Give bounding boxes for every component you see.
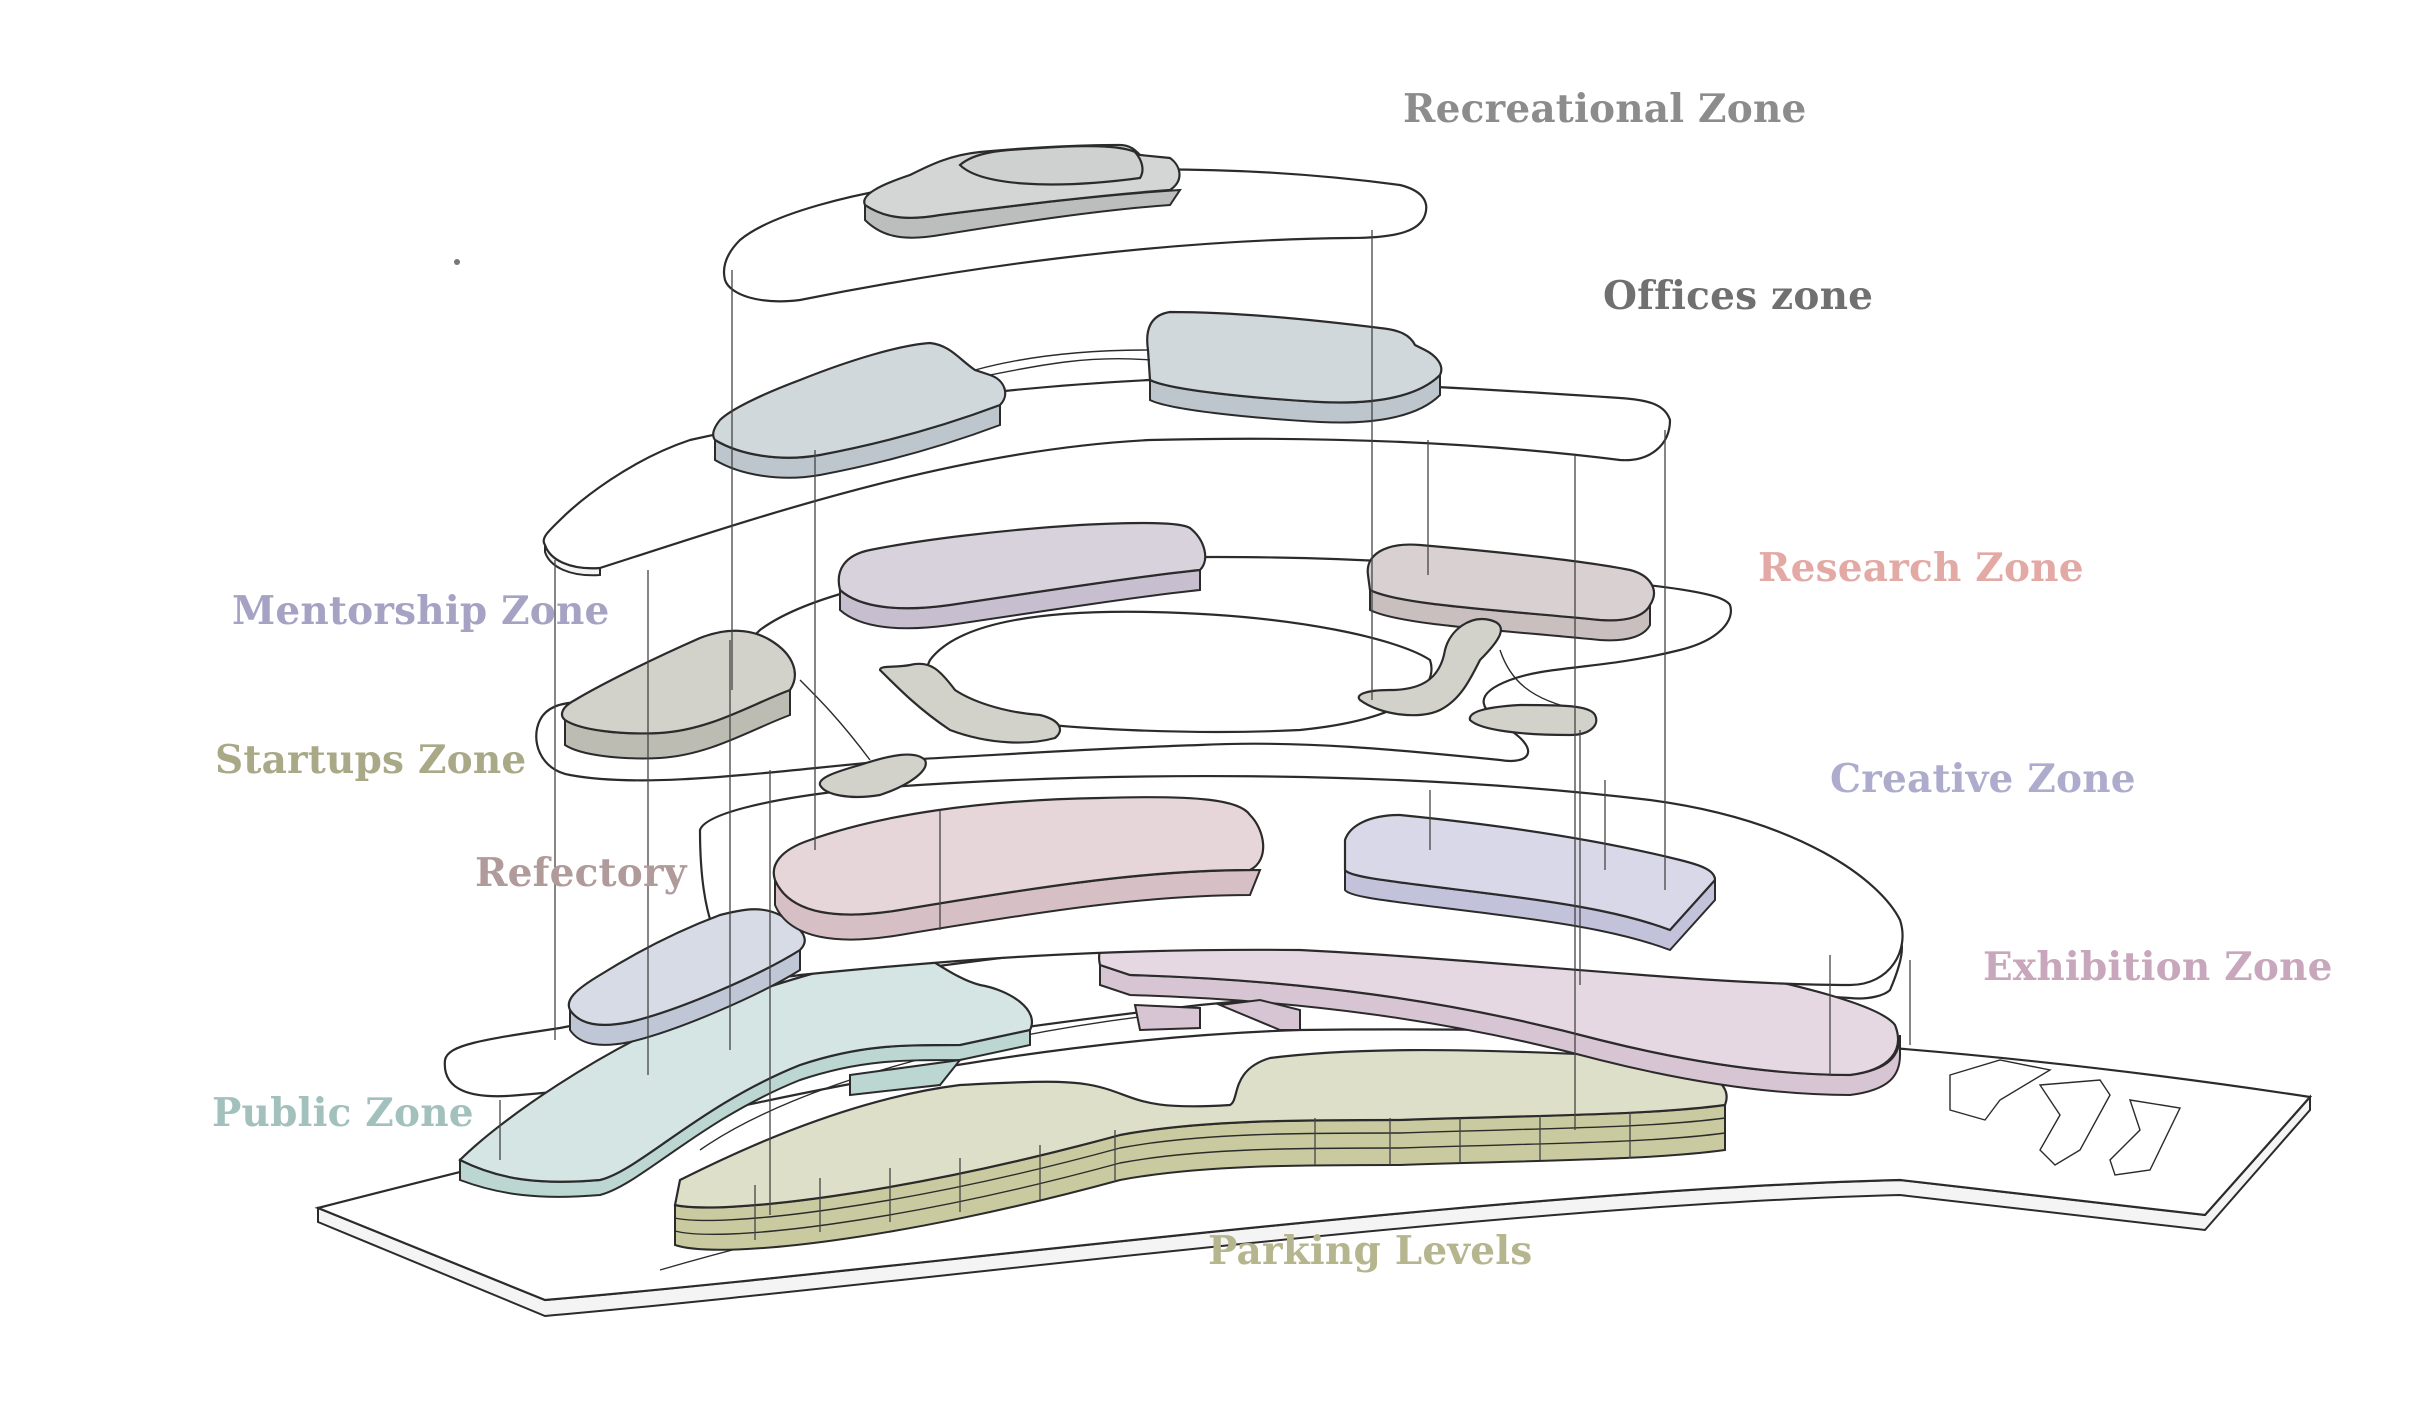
label-research-zone: Research Zone [1758, 545, 2084, 591]
stray-dot [454, 259, 460, 265]
label-offices-zone: Offices zone [1603, 273, 1874, 319]
label-recreational-zone: Recreational Zone [1403, 86, 1807, 132]
exhibition-zone-block [1098, 918, 1901, 1097]
creative-zone-block [1343, 813, 1717, 952]
label-startups-zone: Startups Zone [215, 737, 527, 783]
research-block [1366, 543, 1655, 642]
label-public-zone: Public Zone [212, 1090, 474, 1136]
parking-block [673, 1048, 1728, 1251]
recreational-block [863, 143, 1182, 239]
label-mentorship-zone: Mentorship Zone [232, 588, 610, 634]
refectory-block [772, 796, 1265, 941]
offices-blocks [712, 310, 1443, 479]
label-parking-levels: Parking Levels [1208, 1228, 1533, 1274]
vertical-cores [499, 230, 1911, 1215]
public-zone-block [458, 956, 1033, 1198]
label-exhibition-zone: Exhibition Zone [1983, 944, 2333, 990]
label-creative-zone: Creative Zone [1830, 756, 2136, 802]
startups-block [560, 629, 796, 760]
mentorship-block [837, 521, 1207, 630]
startups-pods [818, 617, 1598, 799]
label-refectory: Refectory [475, 850, 687, 896]
